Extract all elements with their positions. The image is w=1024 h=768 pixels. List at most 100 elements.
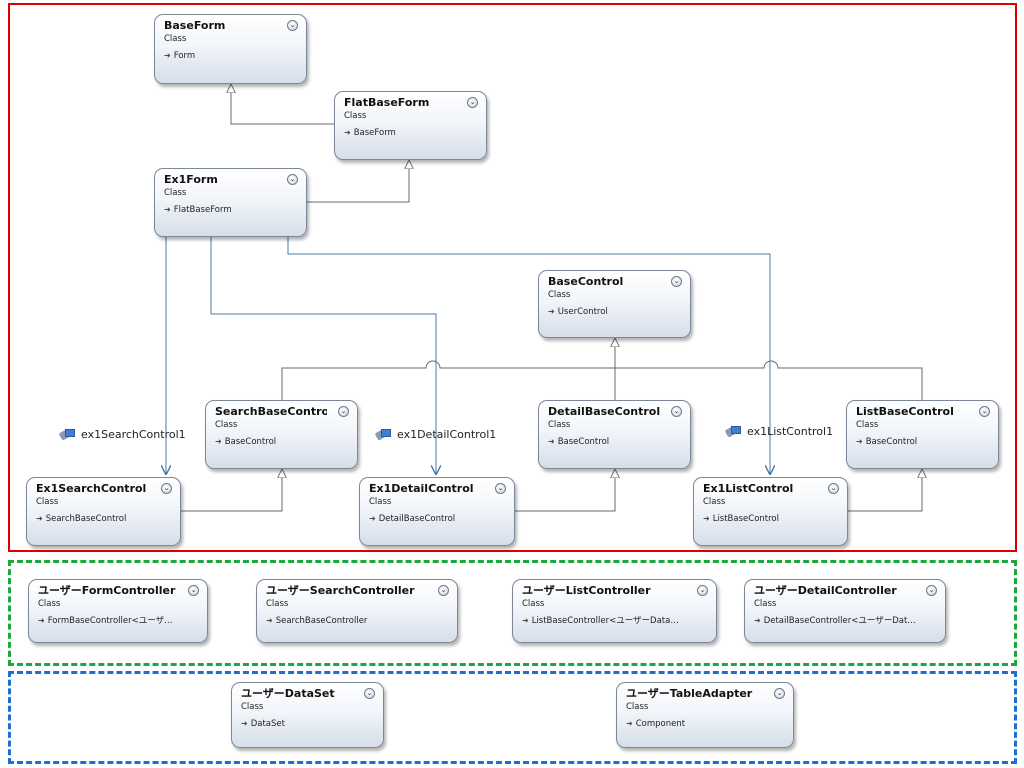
- inherit-ex1detail-detailbase: [515, 469, 615, 512]
- class-shape-ex1listcontrol[interactable]: Ex1ListControl Class ➜ListBaseControl ⌄: [693, 477, 848, 546]
- class-shape-detailcontroller[interactable]: ユーザーDetailController Class ➜DetailBaseCo…: [744, 579, 946, 643]
- association-name: ex1SearchControl1: [81, 428, 186, 441]
- class-name: BaseForm: [164, 19, 226, 32]
- class-name: DetailBaseControl: [548, 405, 660, 418]
- expand-icon[interactable]: ⌄: [287, 174, 298, 185]
- expand-icon[interactable]: ⌄: [438, 585, 449, 596]
- property-icon: [58, 428, 75, 441]
- inherit-arrow-icon: ➜: [522, 616, 529, 625]
- inherit-arrow-icon: ➜: [344, 128, 351, 137]
- class-shape-listbasecontrol[interactable]: ListBaseControl Class ➜BaseControl ⌄: [846, 400, 999, 469]
- ui-layer-region: [8, 3, 1017, 552]
- expand-icon[interactable]: ⌄: [467, 97, 478, 108]
- expand-icon[interactable]: ⌄: [188, 585, 199, 596]
- class-name: ユーザーSearchController: [266, 584, 415, 597]
- class-name: ユーザーDataSet: [241, 687, 335, 700]
- class-name: Ex1Form: [164, 173, 218, 186]
- base-type: ➜Form: [164, 51, 196, 61]
- class-kind: Class: [522, 599, 545, 609]
- inherit-arrow-icon: ➜: [266, 616, 273, 625]
- class-shape-flatbaseform[interactable]: FlatBaseForm Class ➜BaseForm ⌄: [334, 91, 487, 160]
- association-name: ex1DetailControl1: [397, 428, 497, 441]
- property-icon: [724, 425, 741, 438]
- class-kind: Class: [164, 34, 187, 44]
- inherit-arrow-icon: ➜: [164, 205, 171, 214]
- class-name: BaseControl: [548, 275, 624, 288]
- class-shape-listcontroller[interactable]: ユーザーListController Class ➜ListBaseContro…: [512, 579, 717, 643]
- association-label-list[interactable]: ex1ListControl1: [724, 425, 833, 438]
- inherit-arrow-icon: ➜: [548, 437, 555, 446]
- class-shape-searchcontroller[interactable]: ユーザーSearchController Class ➜SearchBaseCo…: [256, 579, 458, 643]
- class-shape-dataset[interactable]: ユーザーDataSet Class ➜DataSet ⌄: [231, 682, 384, 748]
- expand-icon[interactable]: ⌄: [828, 483, 839, 494]
- inherit-arrow-icon: ➜: [754, 616, 761, 625]
- inherit-arrow-icon: ➜: [548, 307, 555, 316]
- expand-icon[interactable]: ⌄: [926, 585, 937, 596]
- class-name: ユーザーTableAdapter: [626, 687, 753, 700]
- base-type: ➜DetailBaseControl: [369, 514, 456, 524]
- class-name: FlatBaseForm: [344, 96, 430, 109]
- expand-icon[interactable]: ⌄: [697, 585, 708, 596]
- class-name: Ex1SearchControl: [36, 482, 147, 495]
- class-name: Ex1DetailControl: [369, 482, 474, 495]
- class-shape-formcontroller[interactable]: ユーザーFormController Class ➜FormBaseContro…: [28, 579, 208, 643]
- association-label-search[interactable]: ex1SearchControl1: [58, 428, 186, 441]
- inherit-ex1form-flatbaseform: [307, 160, 409, 203]
- data-layer-region: [8, 671, 1017, 764]
- class-name: Ex1ListControl: [703, 482, 794, 495]
- inherit-arrow-icon: ➜: [369, 514, 376, 523]
- expand-icon[interactable]: ⌄: [671, 406, 682, 417]
- base-type: ➜ListBaseControl: [703, 514, 779, 524]
- inherit-arrow-icon: ➜: [703, 514, 710, 523]
- property-icon: [374, 428, 391, 441]
- class-kind: Class: [164, 188, 187, 198]
- association-label-detail[interactable]: ex1DetailControl1: [374, 428, 497, 441]
- class-kind: Class: [215, 420, 238, 430]
- inherit-arrow-icon: ➜: [164, 51, 171, 60]
- class-shape-tableadapter[interactable]: ユーザーTableAdapter Class ➜Component ⌄: [616, 682, 794, 748]
- class-shape-baseform[interactable]: BaseForm Class ➜Form ⌄: [154, 14, 307, 84]
- base-type: ➜ListBaseController<ユーザーData…: [522, 616, 679, 626]
- class-kind: Class: [548, 290, 571, 300]
- base-type: ➜BaseForm: [344, 128, 396, 138]
- expand-icon[interactable]: ⌄: [161, 483, 172, 494]
- expand-icon[interactable]: ⌄: [287, 20, 298, 31]
- expand-icon[interactable]: ⌄: [364, 688, 375, 699]
- class-name: ユーザーListController: [522, 584, 651, 597]
- class-kind: Class: [369, 497, 392, 507]
- class-shape-ex1searchcontrol[interactable]: Ex1SearchControl Class ➜SearchBaseContro…: [26, 477, 181, 546]
- base-type: ➜BaseControl: [215, 437, 277, 447]
- class-shape-basecontrol[interactable]: BaseControl Class ➜UserControl ⌄: [538, 270, 691, 338]
- base-type: ➜BaseControl: [548, 437, 610, 447]
- class-shape-detailbasecontrol[interactable]: DetailBaseControl Class ➜BaseControl ⌄: [538, 400, 691, 469]
- base-type: ➜SearchBaseControl: [36, 514, 127, 524]
- expand-icon[interactable]: ⌄: [671, 276, 682, 287]
- inherit-arrow-icon: ➜: [241, 719, 248, 728]
- inherit-arrow-icon: ➜: [856, 437, 863, 446]
- class-shape-ex1detailcontrol[interactable]: Ex1DetailControl Class ➜DetailBaseContro…: [359, 477, 515, 546]
- expand-icon[interactable]: ⌄: [979, 406, 990, 417]
- expand-icon[interactable]: ⌄: [495, 483, 506, 494]
- assoc-ex1form-ex1detailcontrol: [210, 237, 436, 475]
- expand-icon[interactable]: ⌄: [338, 406, 349, 417]
- controller-layer-region: [8, 560, 1017, 666]
- class-kind: Class: [241, 702, 264, 712]
- base-type: ➜BaseControl: [856, 437, 918, 447]
- base-type: ➜SearchBaseController: [266, 616, 368, 626]
- class-shape-ex1form[interactable]: Ex1Form Class ➜FlatBaseForm ⌄: [154, 168, 307, 237]
- inherit-ex1list-listbase: [848, 469, 922, 512]
- base-type: ➜FlatBaseForm: [164, 205, 232, 215]
- class-name: ListBaseControl: [856, 405, 954, 418]
- inherit-arrow-icon: ➜: [215, 437, 222, 446]
- class-name: SearchBaseControl: [215, 405, 327, 418]
- base-type: ➜Component: [626, 719, 686, 729]
- class-kind: Class: [266, 599, 289, 609]
- class-shape-searchbasecontrol[interactable]: SearchBaseControl Class ➜BaseControl ⌄: [205, 400, 358, 469]
- class-kind: Class: [548, 420, 571, 430]
- class-kind: Class: [754, 599, 777, 609]
- inherit-arrow-icon: ➜: [626, 719, 633, 728]
- expand-icon[interactable]: ⌄: [774, 688, 785, 699]
- inherit-flatbaseform-baseform: [231, 84, 334, 125]
- class-kind: Class: [626, 702, 649, 712]
